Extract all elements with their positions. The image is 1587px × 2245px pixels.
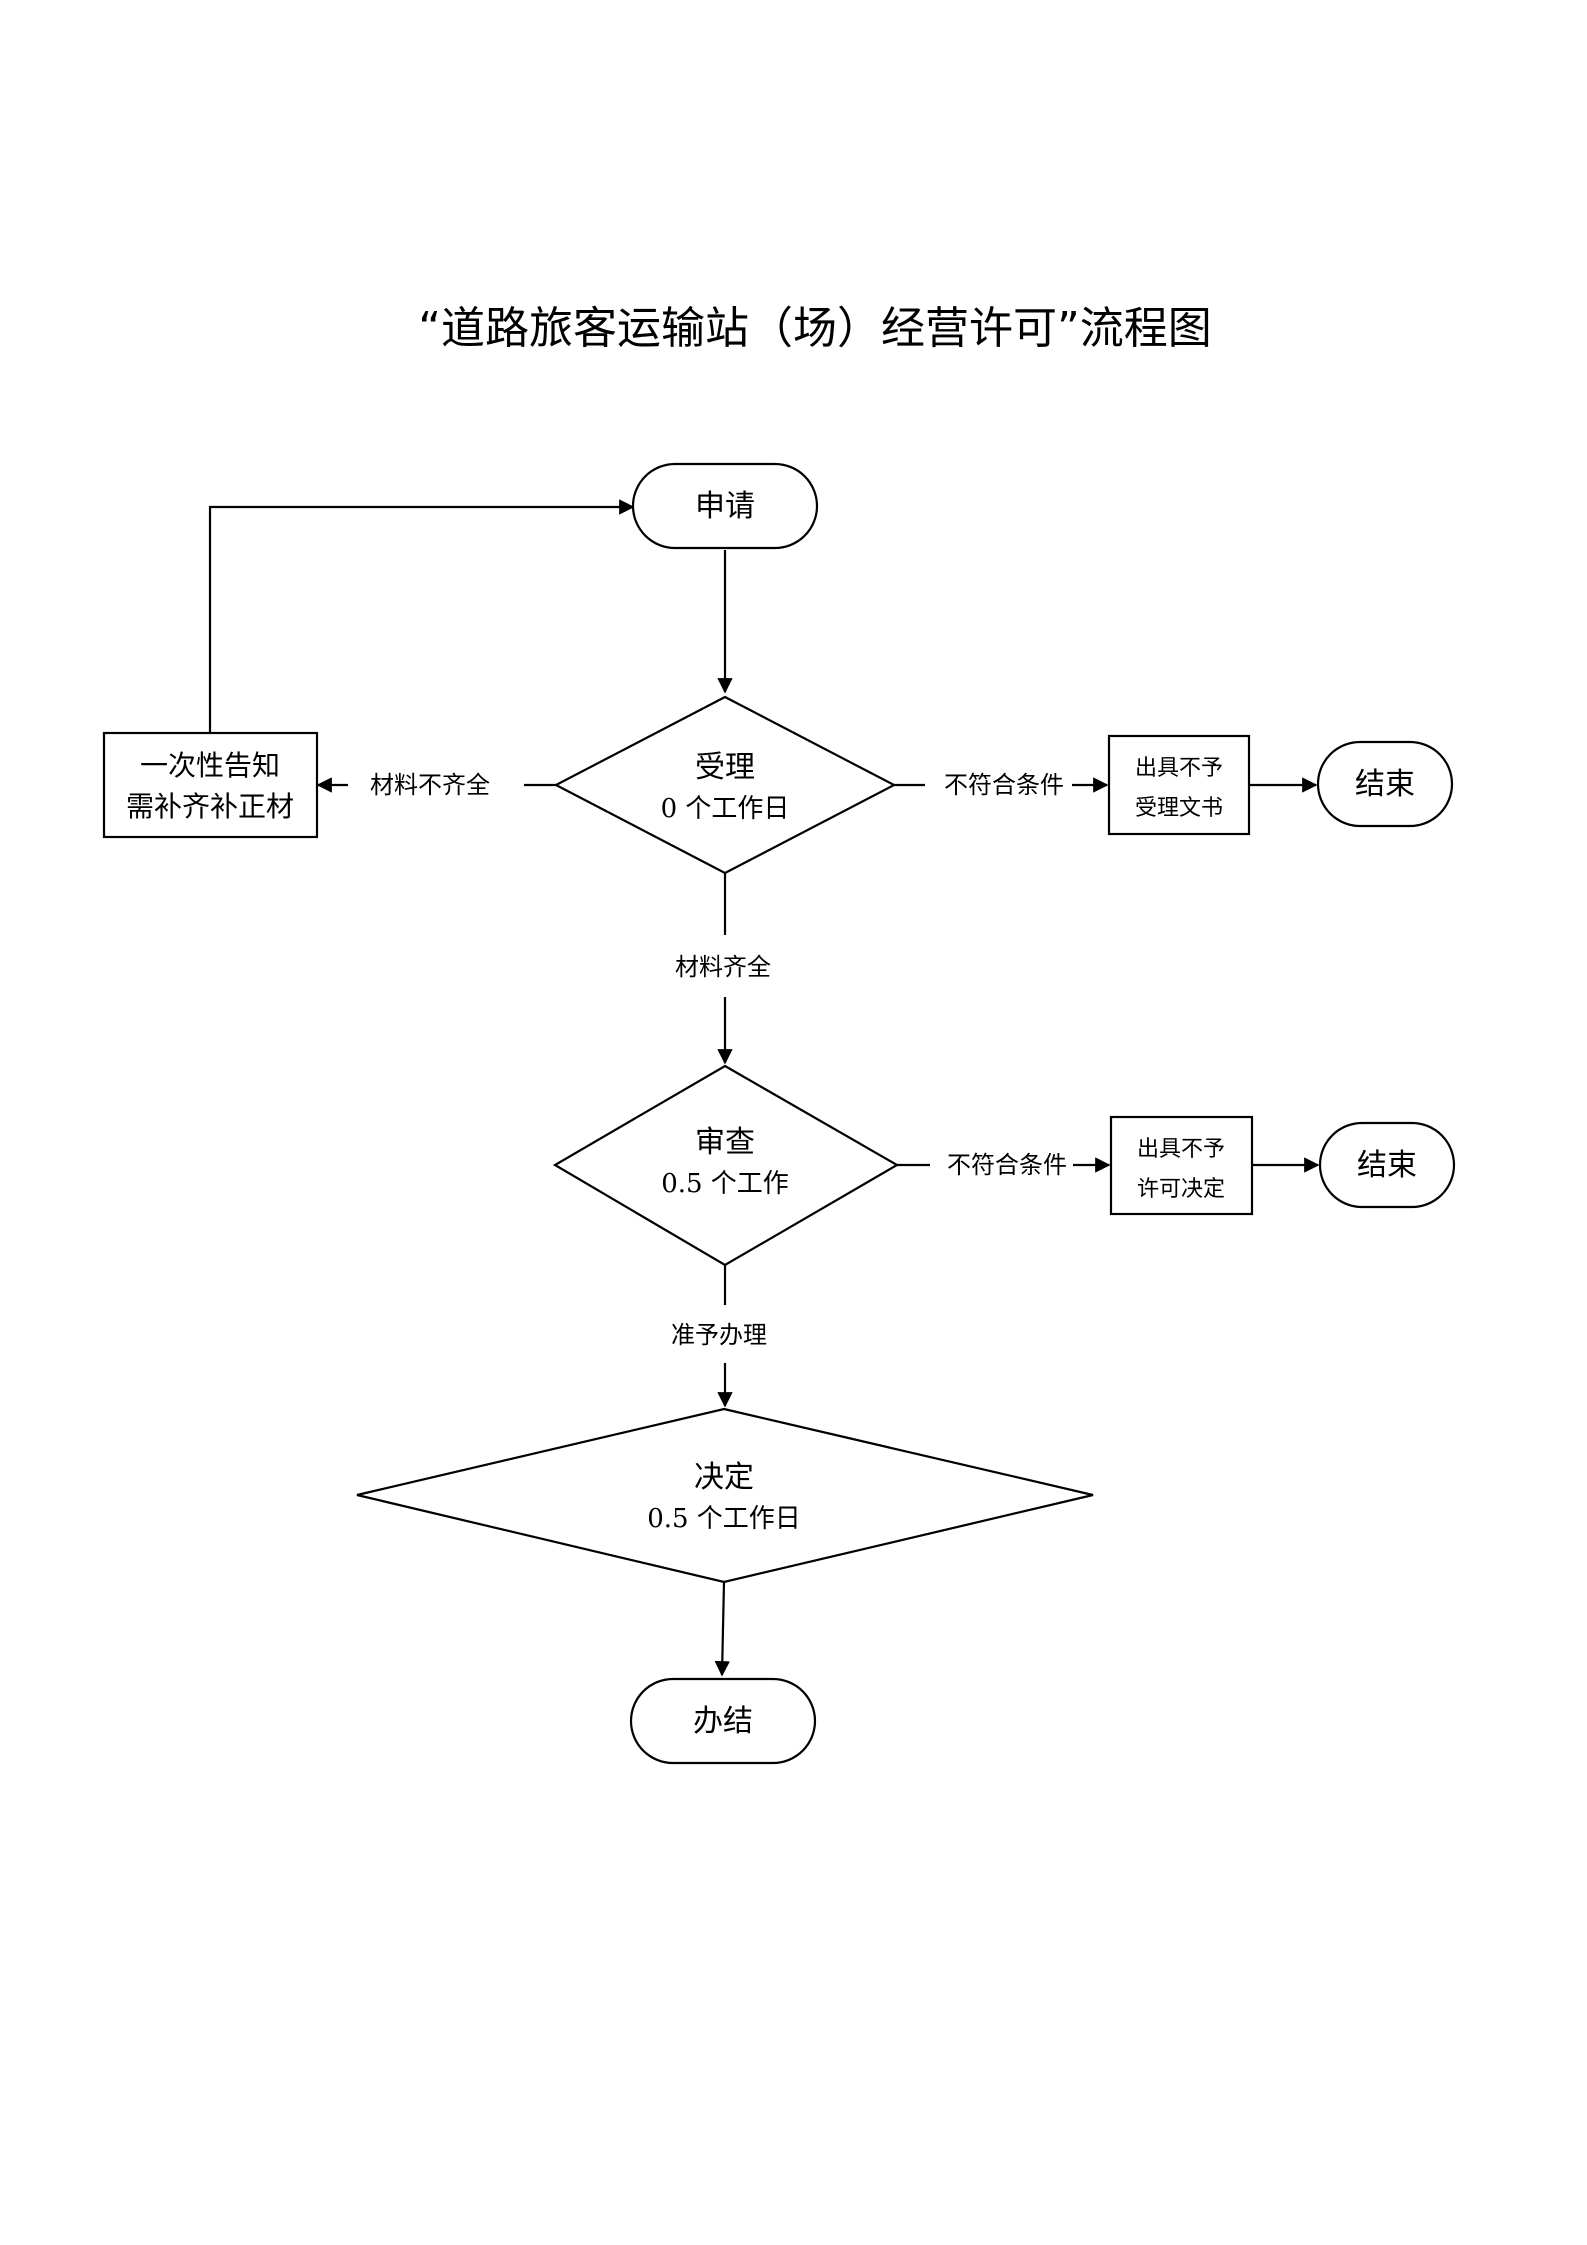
edge-label-not-qualified-1: 不符合条件 bbox=[944, 771, 1064, 799]
reject-accept-box bbox=[1107, 734, 1251, 836]
reject-permit-line1: 出具不予 bbox=[1137, 1137, 1225, 1162]
reject-accept-line2: 受理文书 bbox=[1135, 796, 1223, 821]
reject-accept-line1: 出具不予 bbox=[1135, 756, 1223, 781]
edge-label-complete: 材料齐全 bbox=[675, 953, 771, 981]
accept-decision bbox=[553, 695, 897, 875]
decide-decision bbox=[356, 1407, 1094, 1584]
review-decision bbox=[552, 1064, 900, 1267]
done-terminal bbox=[629, 1677, 817, 1765]
edge-notice-to-apply bbox=[208, 499, 635, 733]
end-terminal-2 bbox=[1318, 1121, 1456, 1209]
reject-permit-box bbox=[1109, 1115, 1254, 1216]
done-label: 办结 bbox=[693, 1704, 753, 1739]
notice-line1: 一次性告知 bbox=[140, 749, 280, 782]
review-label: 审查 bbox=[695, 1125, 755, 1160]
accept-time: 0 个工作日 bbox=[661, 794, 790, 824]
edge-label-incomplete: 材料不齐全 bbox=[370, 771, 490, 799]
start-label: 申请 bbox=[695, 489, 755, 524]
decide-time: 0.5 个工作日 bbox=[647, 1504, 801, 1534]
end2-label: 结束 bbox=[1357, 1148, 1417, 1183]
end-terminal-1 bbox=[1316, 740, 1454, 828]
page-title: “道路旅客运输站（场）经营许可”流程图 bbox=[418, 303, 1212, 354]
edge-label-not-qualified-2: 不符合条件 bbox=[947, 1151, 1067, 1179]
edge-label-approve: 准予办理 bbox=[671, 1321, 767, 1349]
reject-permit-line2: 许可决定 bbox=[1137, 1177, 1225, 1202]
notice-box bbox=[102, 731, 319, 839]
decide-label: 决定 bbox=[694, 1460, 754, 1495]
end1-label: 结束 bbox=[1355, 767, 1415, 802]
accept-label: 受理 bbox=[695, 750, 755, 785]
start-terminal bbox=[631, 462, 819, 550]
edge-decide-to-done bbox=[714, 1581, 730, 1677]
review-time: 0.5 个工作 bbox=[661, 1169, 789, 1199]
notice-line2: 需补齐补正材 bbox=[126, 790, 294, 823]
